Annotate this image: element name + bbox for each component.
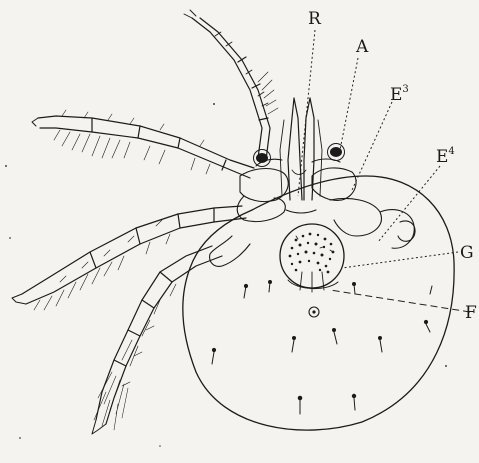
leg-1 xyxy=(184,10,278,160)
label-R: R xyxy=(308,9,322,29)
leg-4 xyxy=(92,246,222,434)
leader-G xyxy=(342,252,458,268)
rostrum xyxy=(280,98,322,200)
label-E4: E4 xyxy=(436,146,455,167)
leader-F xyxy=(330,290,470,312)
coxal-plates xyxy=(210,159,415,266)
leg-3 xyxy=(12,206,246,310)
leader-A xyxy=(340,58,358,150)
label-E3: E3 xyxy=(390,84,409,105)
genital-plate xyxy=(280,224,344,292)
paper-specks xyxy=(5,103,447,447)
label-G: G xyxy=(460,243,474,263)
leader-lines xyxy=(298,30,470,312)
excretory-pore xyxy=(309,307,319,317)
label-A: A xyxy=(355,37,369,57)
leader-E4 xyxy=(378,166,440,242)
leg-2 xyxy=(32,110,254,178)
label-F: F xyxy=(465,303,477,323)
